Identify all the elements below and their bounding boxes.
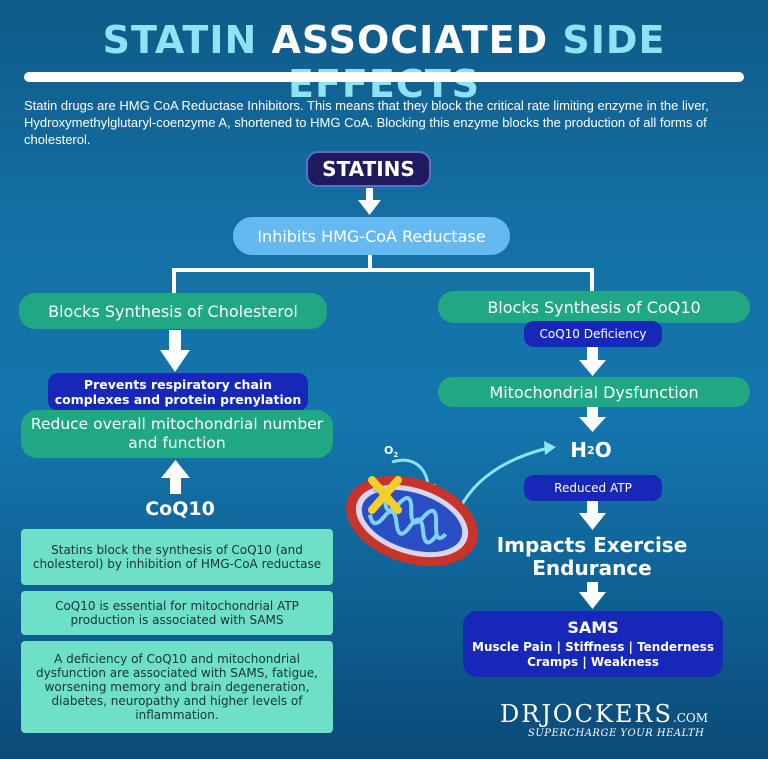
title-part-3: SIDE EFFECTS: [287, 18, 666, 106]
arrow-head: [579, 513, 606, 530]
inhibits-box: Inhibits HMG-CoA Reductase: [233, 217, 510, 255]
branch-line: [590, 268, 594, 292]
arrow-shaft: [587, 582, 598, 594]
statins-box: STATINS: [306, 151, 431, 187]
block-x-icon: [368, 476, 402, 514]
arrow-shaft: [587, 501, 598, 515]
coq10-deficiency-box: CoQ10 Deficiency: [524, 321, 662, 347]
o2-main: O: [384, 444, 394, 457]
drjockers-logo: DRJOCKERS.COM SUPERCHARGE YOUR HEALTH: [500, 700, 710, 742]
mitochondrion-icon: [346, 475, 478, 567]
arrow-head: [579, 592, 606, 609]
arrow-shaft: [170, 476, 181, 494]
branch-line: [172, 268, 592, 272]
o2-sub: 2: [393, 451, 399, 460]
title-divider: [24, 72, 744, 82]
prevents-box: Prevents respiratory chain complexes and…: [48, 373, 308, 411]
mito-dysfunction-box: Mitochondrial Dysfunction: [438, 377, 750, 407]
intro-text: Statin drugs are HMG CoA Reductase Inhib…: [24, 98, 709, 147]
logo-tagline: SUPERCHARGE YOUR HEALTH: [528, 728, 705, 739]
impacts-label: Impacts Exercise Endurance: [496, 533, 688, 580]
sams-title: SAMS: [567, 618, 619, 637]
sams-line-1: Muscle Pain | Stiffness | Tenderness: [472, 640, 714, 654]
arrow-head: [160, 350, 190, 372]
info-box-3: A deficiency of CoQ10 and mitochondrial …: [21, 641, 333, 733]
logo-com: .COM: [672, 711, 709, 725]
reduced-atp-box: Reduced ATP: [524, 475, 662, 501]
title-part-2: ASSOCIATED: [271, 18, 549, 62]
arrow-head: [358, 200, 381, 215]
h2o-sub: 2: [587, 443, 595, 457]
reduce-mito-box: Reduce overall mitochondrial number and …: [21, 410, 333, 458]
arrow-shaft: [587, 347, 598, 361]
branch-line: [172, 268, 176, 294]
h2o-curve-arrow: [458, 446, 549, 509]
arrow-head: [579, 360, 606, 376]
arrow-shaft: [366, 188, 373, 202]
coq10-label: CoQ10: [145, 498, 215, 520]
page-title: STATIN ASSOCIATED SIDE EFFECTS: [0, 18, 768, 106]
o2-label: O2: [384, 444, 398, 459]
arrow-head: [579, 417, 606, 432]
sams-line-2: Cramps | Weakness: [527, 655, 659, 669]
info-box-2: CoQ10 is essential for mitochondrial ATP…: [21, 591, 333, 635]
branch-line: [368, 255, 372, 271]
title-part-1: STATIN: [102, 18, 258, 62]
info-box-1: Statins block the synthesis of CoQ10 (an…: [21, 529, 333, 585]
h2o-main: H: [570, 438, 588, 462]
h2o-arrow-head: [544, 441, 556, 455]
logo-brand: DRJOCKERS: [500, 700, 673, 728]
blocks-cholesterol-box: Blocks Synthesis of Cholesterol: [19, 293, 327, 329]
h2o-end: O: [594, 438, 612, 462]
arrow-head: [161, 460, 190, 478]
sams-box: SAMS Muscle Pain | Stiffness | Tendernes…: [463, 611, 723, 677]
arrow-shaft: [169, 330, 181, 352]
arrow-shaft: [587, 407, 598, 419]
blocks-coq10-box: Blocks Synthesis of CoQ10: [438, 291, 750, 323]
